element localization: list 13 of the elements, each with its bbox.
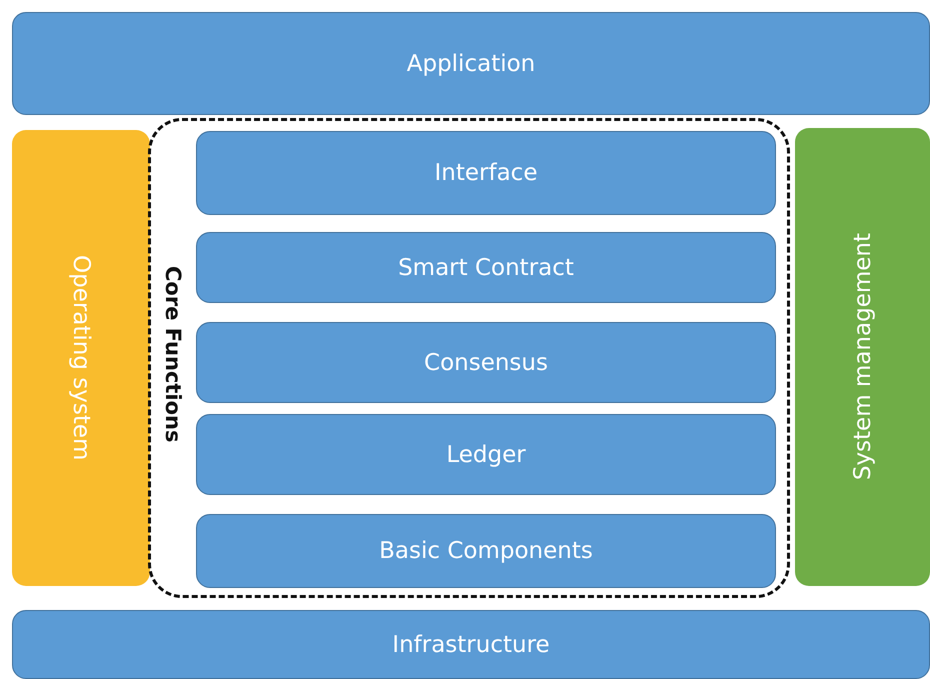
layer-label: Operating system [68, 255, 94, 461]
layer-label: System management [850, 233, 876, 481]
layer-box [12, 130, 150, 586]
layer-box [795, 128, 930, 586]
layer-box: Smart Contract [196, 232, 776, 303]
group-heading: Core Functions [161, 266, 185, 443]
layer-box: Basic Components [196, 514, 776, 588]
layer-box: Consensus [196, 322, 776, 403]
layer-box: Ledger [196, 414, 776, 495]
group-frame [148, 118, 790, 598]
layer-box: Interface [196, 131, 776, 215]
layer-box: Infrastructure [12, 610, 930, 679]
layer-box: Application [12, 12, 930, 115]
